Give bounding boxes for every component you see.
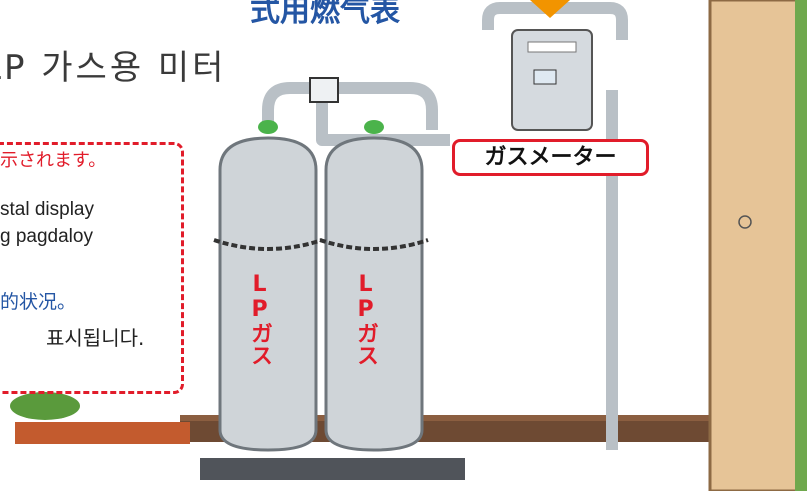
page-title-ko: LP 가스용 미터 [0, 48, 227, 88]
cylinder-2-label: LPガス [353, 272, 394, 366]
page-title-zh: 式用燃气表 [250, 0, 400, 29]
note-text-ja: 示されます。 [0, 150, 107, 171]
floor-strip [180, 420, 740, 442]
cylinder-2-label-text: LPガス [353, 272, 378, 366]
floor-edge [180, 415, 740, 421]
regulator [309, 77, 339, 103]
door [708, 0, 807, 491]
gas-cylinder-1 [213, 120, 323, 452]
note-text-ko: 표시됩니다. [46, 326, 145, 350]
valve-1-icon [258, 120, 278, 134]
note-text-en: stal display [0, 199, 94, 220]
display-note-box [0, 142, 184, 394]
valve-2-icon [364, 120, 384, 134]
note-text-tl: g pagdaloy [0, 226, 93, 247]
gas-cylinder-2 [319, 120, 429, 452]
cylinder-1-label: LPガス [247, 272, 288, 366]
pointer-arrow-icon [530, 0, 570, 18]
shrub [10, 392, 190, 444]
cylinder-1-label-text: LPガス [247, 272, 272, 366]
gas-meter-label: ガスメーター [452, 139, 649, 176]
note-text-zh: 的状况。 [0, 291, 77, 313]
door-handle-icon [738, 215, 752, 229]
cylinder-base-plate [200, 458, 465, 480]
gas-meter [511, 29, 593, 131]
